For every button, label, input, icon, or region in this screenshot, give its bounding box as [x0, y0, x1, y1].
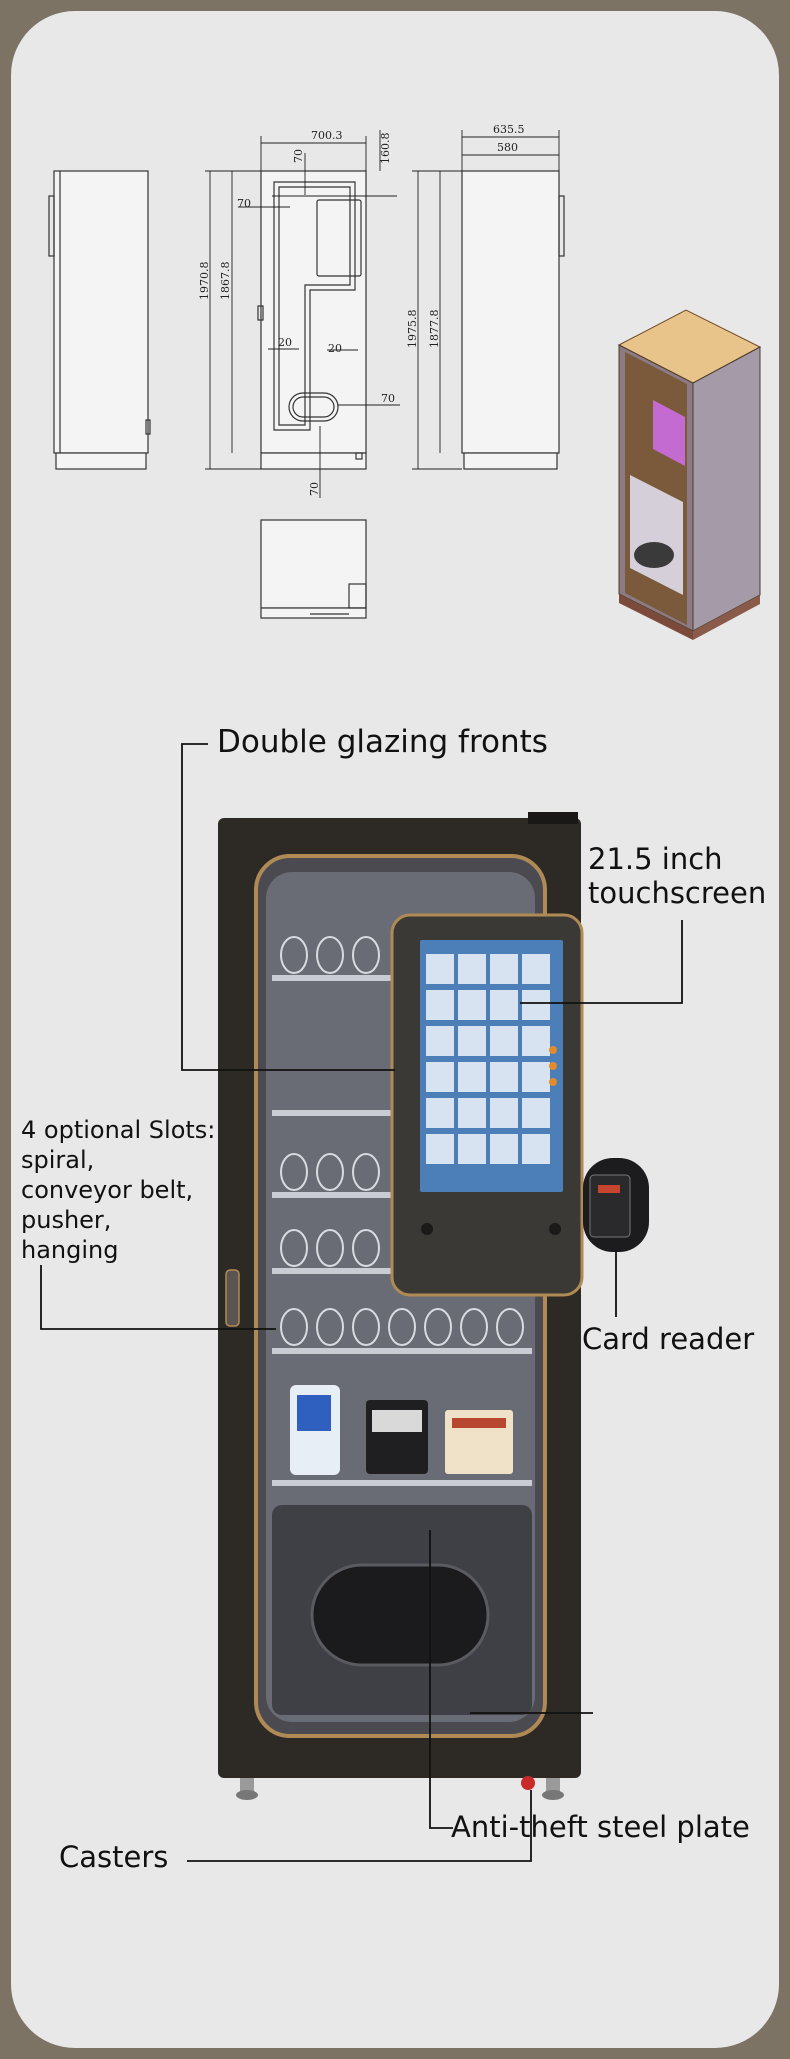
leader-double-glazing	[181, 743, 395, 1071]
technical-drawing: 700.3 160.8 635.5 580 1970.8 1867.8 1975…	[48, 123, 762, 640]
label-slots-line3: conveyor belt,	[21, 1176, 194, 1204]
dim-depth-inner: 580	[497, 141, 518, 154]
dim-side-height-overall: 1975.8	[406, 310, 419, 349]
door-handle	[225, 1269, 240, 1327]
isometric-render	[617, 309, 762, 640]
label-optional-slots: 4 optional Slots: spiral, conveyor belt,…	[21, 1115, 215, 1265]
label-slots-line1: 4 optional Slots:	[21, 1116, 216, 1144]
product-row	[290, 1385, 513, 1475]
side-view-right	[461, 170, 565, 470]
label-touchscreen: 21.5 inch touchscreen	[588, 842, 766, 910]
label-casters: Casters	[59, 1840, 169, 1874]
screen-grid	[426, 954, 550, 1164]
side-view-left	[48, 170, 151, 470]
label-touchscreen-line1: 21.5 inch	[588, 842, 723, 876]
label-anti-theft: Anti-theft steel plate	[451, 1810, 750, 1844]
dim-top-offset: 160.8	[379, 133, 392, 165]
dim-margin-inner-right: 20	[328, 342, 342, 355]
label-slots-line4: pusher,	[21, 1206, 112, 1234]
base-view	[260, 519, 367, 619]
leader-touchscreen	[520, 920, 683, 1004]
dim-side-height-inner: 1877.8	[428, 310, 441, 349]
caster-feet	[236, 1776, 564, 1800]
leader-casters	[187, 1790, 532, 1862]
card-reader-device	[589, 1174, 631, 1238]
front-view	[257, 170, 367, 470]
label-slots-line2: spiral,	[21, 1146, 95, 1174]
leader-slots	[40, 1265, 276, 1330]
leader-anti-theft	[429, 1530, 453, 1829]
dim-overall-width: 700.3	[311, 129, 343, 142]
dim-margin-right: 70	[381, 392, 395, 405]
dim-height-inner: 1867.8	[219, 262, 232, 301]
dim-depth-outer: 635.5	[493, 123, 525, 136]
label-card-reader: Card reader	[582, 1322, 755, 1356]
dim-margin-top: 70	[292, 149, 305, 163]
pickup-window	[310, 1563, 490, 1667]
label-touchscreen-line2: touchscreen	[588, 876, 767, 911]
dim-margin-bottom: 70	[308, 482, 321, 496]
dim-margin-inner-left: 20	[278, 336, 292, 349]
dim-margin-left: 70	[237, 197, 251, 210]
label-slots-line5: hanging	[21, 1236, 119, 1264]
dim-height-overall: 1970.8	[198, 262, 211, 301]
label-double-glazing: Double glazing fronts	[217, 724, 548, 760]
